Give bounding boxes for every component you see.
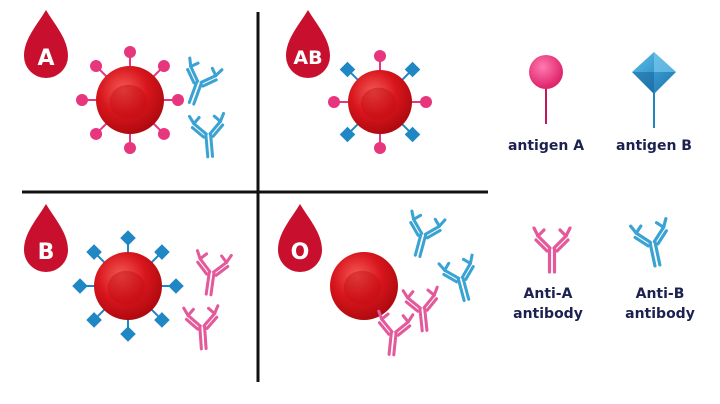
quadrant-b: B [24, 204, 233, 351]
legend-antigen-b-label: antigen B [616, 138, 692, 154]
anti-a-antibody [377, 309, 415, 357]
legend-anti-b-line1: Anti-B [636, 286, 685, 302]
legend-anti-a-line1: Anti-A [524, 286, 573, 302]
legend-antigen-a-label: antigen A [508, 138, 584, 154]
blood-drop-o: O [278, 204, 322, 272]
antigen-b-icon [632, 52, 676, 94]
anti-a-antibody [182, 304, 220, 351]
anti-b-antibody [437, 253, 475, 302]
anti-a-antibody [401, 285, 439, 333]
antigen-b-icon [339, 126, 356, 143]
quadrant-a: A [24, 10, 226, 159]
antigen-a-icon [172, 94, 184, 106]
antigen-b-icon [154, 312, 170, 328]
blood-drop-ab: AB [286, 10, 330, 78]
legend-anti-a-line2: antibody [513, 306, 583, 322]
antigen-a-icon [374, 50, 386, 62]
antigen-a-icon [90, 60, 103, 73]
antigen-a-icon [124, 142, 136, 154]
legend-anti-b: Anti-B antibody [625, 217, 695, 322]
legend-anti-a: Anti-A antibody [513, 226, 583, 322]
antigen-b-icon [168, 278, 184, 294]
legend-antigen-a: antigen A [508, 55, 584, 154]
legend: antigen A antigen B Anti-A antibody Anti… [508, 52, 695, 322]
legend-antigen-b: antigen B [616, 52, 692, 154]
antigen-b-icon [72, 278, 88, 294]
blood-type-label-o: O [291, 240, 310, 265]
red-blood-cell [76, 46, 184, 154]
blood-type-label-a: A [37, 46, 54, 71]
antigen-b-icon [120, 230, 136, 246]
antigen-a-icon [124, 46, 136, 58]
anti-b-antibody [409, 209, 447, 258]
antigen-a-icon [90, 127, 103, 140]
anti-b-antibody-icon [629, 217, 669, 268]
antigen-a-icon [157, 60, 170, 73]
antigen-a-icon [529, 55, 563, 89]
blood-type-label-b: B [38, 240, 55, 265]
anti-b-antibody [186, 56, 224, 106]
antigen-b-icon [120, 326, 136, 342]
antigen-b-icon [154, 244, 170, 260]
antigen-a-icon [76, 94, 88, 106]
quadrant-o: O [278, 204, 475, 357]
antigen-b-icon [86, 244, 102, 260]
legend-anti-b-line2: antibody [625, 306, 695, 322]
antigen-a-icon [157, 127, 170, 140]
anti-a-antibody [195, 249, 233, 297]
red-blood-cell [72, 230, 184, 342]
red-blood-cell [330, 252, 398, 320]
antigen-b-icon [404, 126, 421, 143]
antigen-a-icon [374, 142, 386, 154]
blood-type-label-ab: AB [293, 47, 322, 69]
anti-a-antibody-icon [532, 226, 572, 274]
blood-drop-b: B [24, 204, 68, 272]
blood-drop-a: A [24, 10, 68, 78]
red-blood-cell [328, 50, 432, 154]
quadrant-ab: AB [286, 10, 432, 154]
antigen-a-icon [420, 96, 432, 108]
anti-b-antibody [187, 111, 226, 159]
antigen-a-icon [328, 96, 340, 108]
